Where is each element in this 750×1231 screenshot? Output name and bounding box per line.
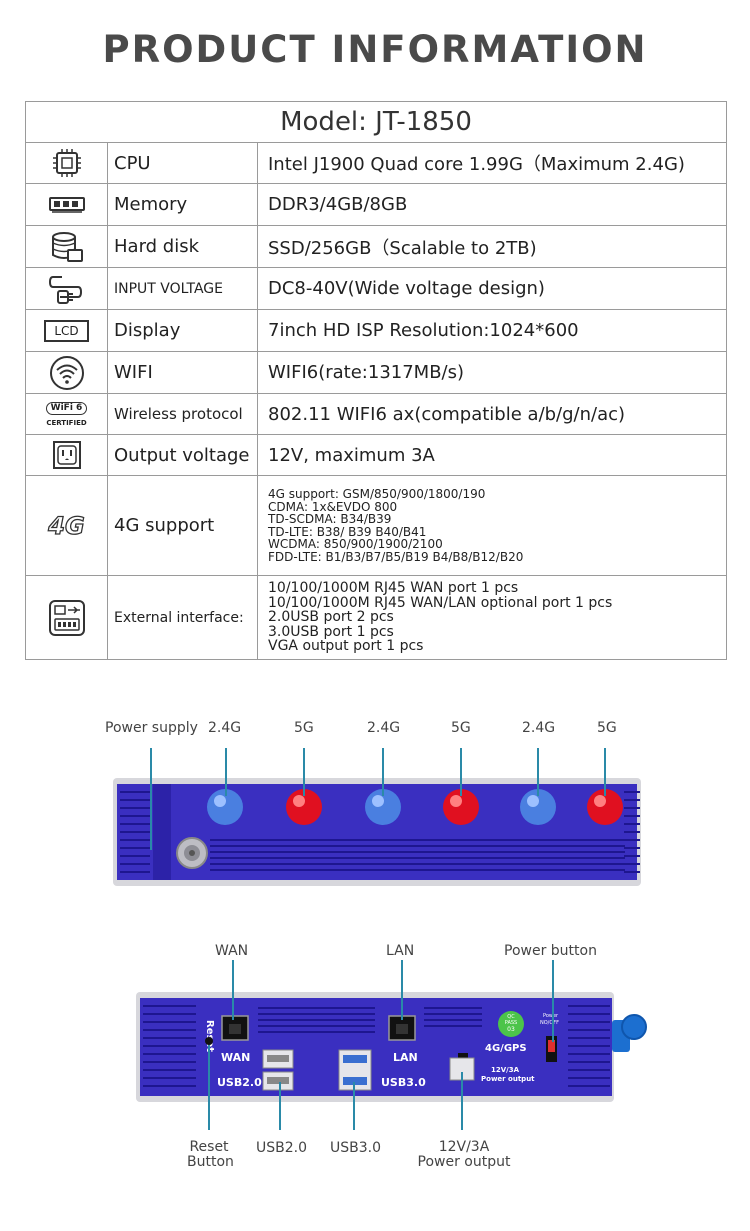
row-value-ext: 10/100/1000M RJ45 WAN port 1 pcs 10/100/…: [257, 575, 727, 660]
svg-text:PASS: PASS: [505, 1020, 517, 1026]
reset-button-label: Reset Button: [187, 1139, 234, 1170]
antenna-label: 2.4G: [367, 720, 401, 736]
row-value: Intel J1900 Quad core 1.99G（Maximum 2.4G…: [257, 142, 727, 184]
row-value: WIFI6(rate:1317MB/s): [257, 351, 727, 394]
cpu-icon: [25, 142, 108, 184]
row-label: Hard disk: [107, 225, 258, 268]
row-value: DDR3/4GB/8GB: [257, 183, 727, 226]
ext-line: VGA output port 1 pcs: [268, 638, 424, 655]
4g-line: 4G support: GSM/850/900/1800/190: [268, 487, 486, 501]
table-row: Memory DDR3/4GB/8GB: [25, 183, 727, 226]
model-heading: Model: JT-1850: [25, 101, 727, 143]
row-label: Display: [107, 309, 258, 352]
lcd-icon-text: LCD: [44, 319, 89, 342]
ext-line: 10/100/1000M RJ45 WAN/LAN optional port …: [268, 594, 613, 611]
lan-label: LAN: [386, 943, 415, 959]
4g-icon: 4G: [25, 475, 108, 576]
table-row: LCD Display 7inch HD ISP Resolution:1024…: [25, 309, 727, 352]
back-pointer-lines: [208, 960, 554, 1130]
qc-badge: [498, 1011, 524, 1037]
wan-label: WAN: [215, 943, 249, 959]
back-panel-body: [140, 998, 612, 1096]
hard-disk-icon: [25, 225, 108, 268]
front-panel-device: [113, 748, 641, 886]
power-supply-label: Power supply: [105, 720, 198, 736]
wifi6-certified-icon: WiFi 6 CERTIFIED: [25, 393, 108, 435]
back-panel-device: Reset WAN USB2.0 USB3.0 LAN QC PASS 03 4…: [136, 960, 647, 1130]
table-row: CPU Intel J1900 Quad core 1.99G（Maximum …: [25, 142, 727, 184]
front-pointer-lines: [150, 748, 606, 850]
4g-gps-text: 4G/GPS: [485, 1043, 527, 1054]
wifi-icon: [25, 351, 108, 394]
svg-text:QC: QC: [507, 1014, 515, 1020]
4g-line: TD-LTE: B38/ B39 B40/B41: [268, 524, 427, 539]
lcd-icon: LCD: [25, 309, 108, 352]
usb3-port-text: USB3.0: [381, 1076, 426, 1089]
wan-port-text: WAN: [221, 1051, 250, 1064]
reset-text: Reset: [204, 1020, 215, 1052]
power-output-label: 12V/3A Power output: [417, 1139, 511, 1170]
row-label: 4G support: [107, 475, 258, 576]
memory-icon: [25, 183, 108, 226]
row-label: WIFI: [107, 351, 258, 394]
4g-line: WCDMA: 850/900/1900/2100: [268, 537, 443, 551]
row-label: INPUT VOLTAGE: [107, 267, 258, 310]
row-value: DC8-40V(Wide voltage design): [257, 267, 727, 310]
row-label: Wireless protocol: [107, 393, 258, 435]
usb3-label: USB3.0: [330, 1140, 382, 1156]
table-row: Hard disk SSD/256GB（Scalable to 2TB): [25, 225, 727, 268]
wifi6-logo-text: WiFi 6: [45, 401, 88, 415]
front-fins: [120, 791, 640, 873]
4g-line: FDD-LTE: B1/B3/B7/B5/B19 B4/B8/B12/B20: [268, 549, 524, 564]
antenna-label: 5G: [597, 720, 617, 736]
antenna-label: 2.4G: [208, 720, 242, 736]
antenna-label: 5G: [294, 720, 314, 736]
antenna-label: 5G: [451, 720, 471, 736]
power-button-label: Power button: [504, 943, 597, 959]
table-row: WiFi 6 CERTIFIED Wireless protocol 802.1…: [25, 393, 727, 435]
4g-icon-text: 4G: [48, 511, 86, 540]
svg-text:Power: Power: [543, 1013, 559, 1019]
row-label: Output voltage: [107, 434, 258, 476]
table-row: Output voltage 12V, maximum 3A: [25, 434, 727, 476]
row-value: 7inch HD ISP Resolution:1024*600: [257, 309, 727, 352]
table-row: WIFI WIFI6(rate:1317MB/s): [25, 351, 727, 394]
usb2-port-text: USB2.0: [217, 1076, 262, 1089]
usb-interface-icon: [25, 575, 108, 660]
svg-text:12V/3A: 12V/3A: [491, 1066, 520, 1074]
row-value: 12V, maximum 3A: [257, 434, 727, 476]
power-plug-icon: [25, 267, 108, 310]
wifi6-certified-text: CERTIFIED: [46, 418, 87, 427]
table-row: INPUT VOLTAGE DC8-40V(Wide voltage desig…: [25, 267, 727, 310]
table-row: 4G 4G support 4G support: GSM/850/900/18…: [25, 475, 727, 576]
ext-line: 10/100/1000M RJ45 WAN port 1 pcs: [268, 580, 519, 597]
row-value-4g: 4G support: GSM/850/900/1800/190 CDMA: 1…: [257, 475, 727, 576]
outlet-icon: [25, 434, 108, 476]
svg-text:NO/OFF: NO/OFF: [540, 1020, 559, 1026]
ext-line: 2.0USB port 2 pcs: [268, 609, 394, 626]
table-row: External interface: 10/100/1000M RJ45 WA…: [25, 575, 727, 660]
svg-text:Power output: Power output: [481, 1075, 535, 1083]
antenna-label: 2.4G: [522, 720, 556, 736]
row-value: 802.11 WIFI6 ax(compatible a/b/g/n/ac): [257, 393, 727, 435]
spec-table: Model: JT-1850 CPU Intel J1900 Quad core…: [25, 101, 727, 660]
row-label: External interface:: [107, 575, 258, 660]
ext-line: 3.0USB port 1 pcs: [268, 623, 394, 640]
antenna-connectors: [207, 789, 623, 825]
4g-line: CDMA: 1x&EVDO 800: [268, 499, 398, 514]
row-label: CPU: [107, 142, 258, 184]
usb2-label: USB2.0: [256, 1140, 308, 1156]
row-value: SSD/256GB（Scalable to 2TB): [257, 225, 727, 268]
page-title: PRODUCT INFORMATION: [102, 28, 648, 71]
svg-text:03: 03: [507, 1026, 515, 1033]
reset-button: [205, 1037, 213, 1045]
row-label: Memory: [107, 183, 258, 226]
4g-line: TD-SCDMA: B34/B39: [268, 512, 392, 526]
lan-port-text: LAN: [393, 1051, 418, 1064]
